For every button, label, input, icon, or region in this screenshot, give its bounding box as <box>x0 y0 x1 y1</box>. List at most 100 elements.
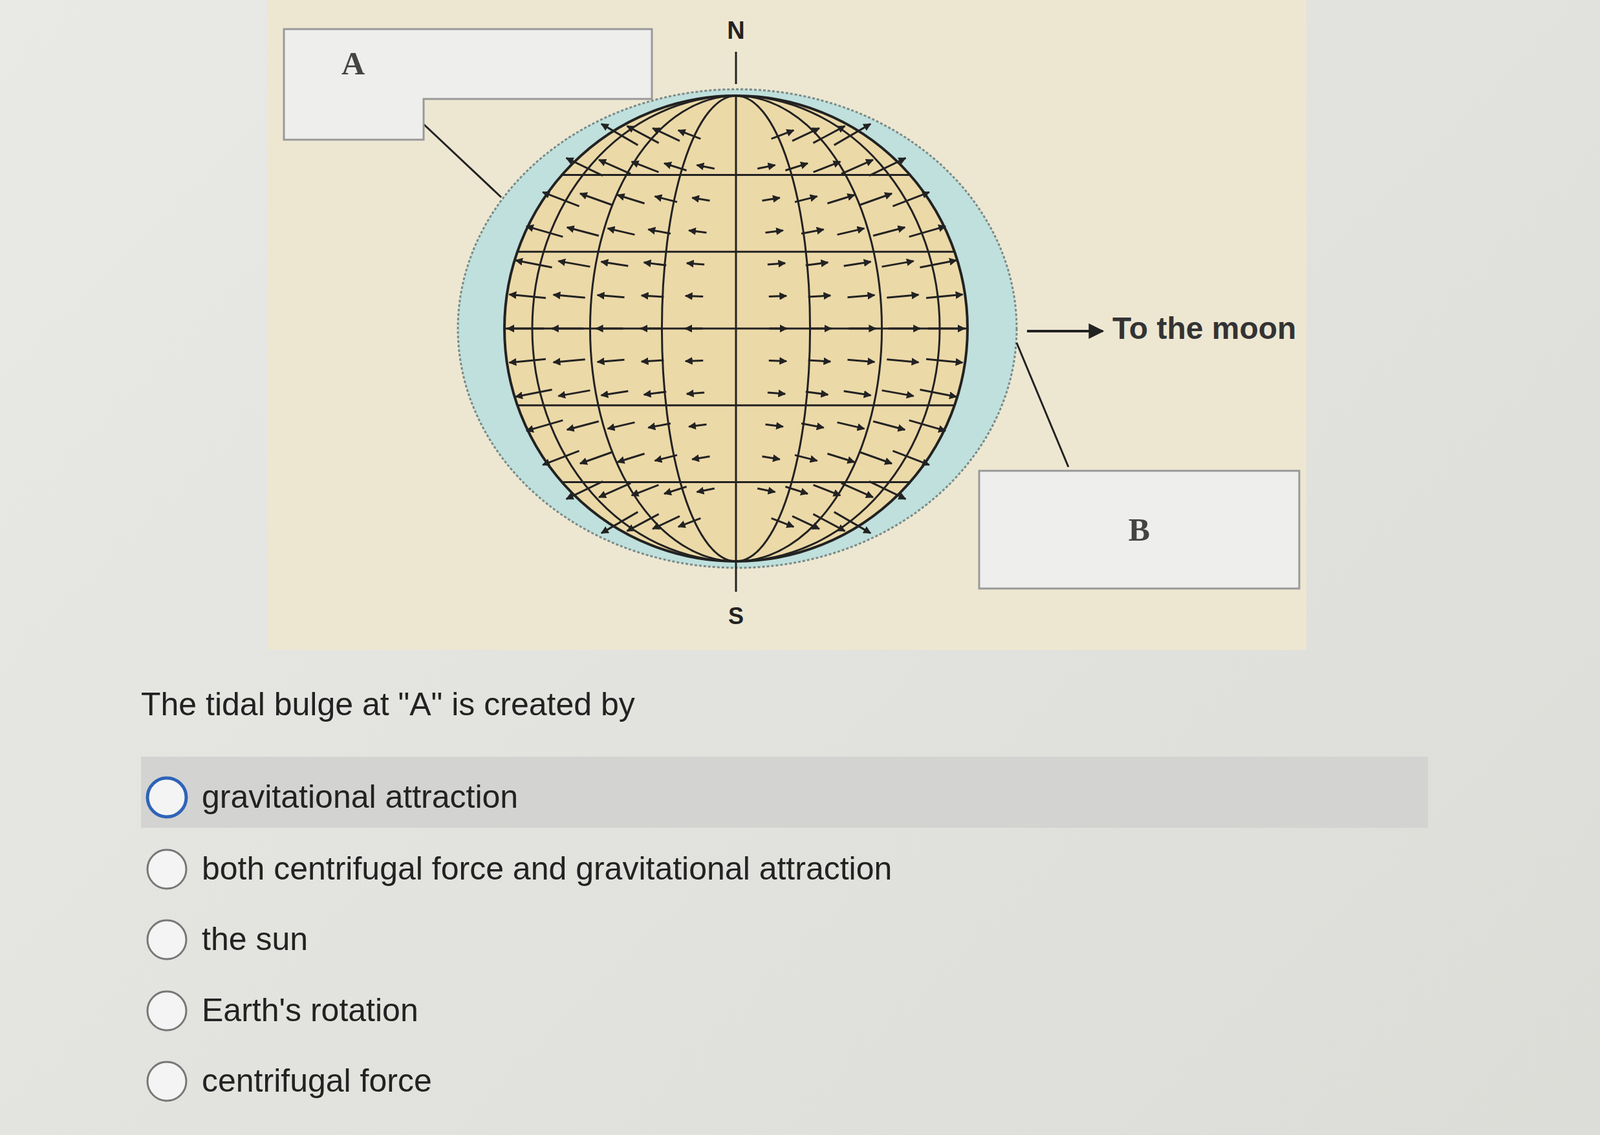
box-letter: A <box>341 44 365 83</box>
force-arrow <box>860 193 892 205</box>
globe-grid <box>504 95 968 562</box>
force-arrow <box>926 358 963 363</box>
force-arrow <box>794 196 818 203</box>
force-arrow <box>558 261 590 268</box>
direction-label: To the moon <box>1112 310 1297 346</box>
diagram-panel <box>267 0 1307 650</box>
force-arrow <box>641 360 665 362</box>
earth <box>504 95 968 562</box>
force-arrow <box>841 483 874 498</box>
force-arrow <box>768 327 787 330</box>
force-arrow <box>909 420 946 431</box>
force-arrow <box>551 327 584 330</box>
force-arrow <box>812 126 845 143</box>
force-arrow <box>567 227 599 236</box>
force-arrow <box>809 327 832 330</box>
force-arrow <box>553 359 586 363</box>
force-arrow <box>691 197 710 201</box>
force-arrow <box>765 424 784 427</box>
force-arrow <box>928 327 965 330</box>
force-arrow <box>892 192 929 207</box>
force-arrow <box>919 260 956 268</box>
force-arrow <box>873 227 905 236</box>
force-arrow <box>644 391 667 395</box>
force-arrow <box>697 488 715 492</box>
force-arrow <box>640 327 664 330</box>
force-arrow <box>882 390 914 397</box>
force-arrow <box>761 197 780 201</box>
force-arrow <box>792 516 820 530</box>
force-arrow <box>685 360 703 361</box>
force-arrow <box>813 485 841 496</box>
force-arrow <box>607 422 636 429</box>
answer-option: gravitational attraction <box>201 778 519 816</box>
force-arrow <box>566 157 603 176</box>
force-arrow <box>827 194 855 204</box>
leader-line <box>1016 342 1069 467</box>
force-arrow <box>827 453 855 462</box>
answer-option: centrifugal force <box>201 1061 433 1100</box>
force-arrow <box>909 226 946 237</box>
force-arrow <box>757 164 775 169</box>
force-arrow <box>919 389 956 398</box>
force-arrow <box>785 486 808 495</box>
force-arrow <box>848 327 876 330</box>
force-arrow <box>768 295 787 297</box>
answer-option: both centrifugal force and gravitational… <box>201 849 892 888</box>
force-arrow <box>847 294 875 297</box>
force-arrow <box>509 358 546 363</box>
force-arrow <box>837 422 865 429</box>
force-arrow <box>808 295 832 297</box>
force-arrow <box>805 262 829 266</box>
force-arrow <box>860 452 892 464</box>
force-arrow <box>654 196 678 203</box>
force-arrow <box>926 294 963 298</box>
force-arrow <box>841 159 874 174</box>
force-arrow <box>654 455 678 462</box>
radio-button <box>147 991 187 1031</box>
force-arrow <box>567 421 599 430</box>
compass-label: S <box>728 602 744 630</box>
question-text: The tidal bulge at "A" is created by <box>140 685 636 724</box>
force-arrow <box>542 450 579 465</box>
force-arrow <box>648 423 671 429</box>
radio-button <box>147 778 187 817</box>
force-arrow <box>767 392 786 394</box>
force-arrow <box>785 163 808 171</box>
radio-button <box>147 1061 187 1101</box>
force-arrow <box>598 483 631 498</box>
force-arrow <box>767 263 786 265</box>
force-arrow <box>869 157 906 176</box>
force-arrow <box>888 327 921 330</box>
answer-option: Earth's rotation <box>201 991 419 1029</box>
radio-button <box>147 920 187 960</box>
force-arrow <box>834 512 871 534</box>
radio-button <box>147 849 187 889</box>
force-arrow <box>526 420 563 431</box>
force-arrow <box>757 488 775 492</box>
moon-arrow <box>1027 329 1103 333</box>
force-arrow <box>684 327 703 330</box>
answer-option: the sun <box>201 920 308 958</box>
force-arrow <box>794 455 818 462</box>
force-arrow <box>631 161 660 173</box>
force-arrow <box>596 327 624 330</box>
force-arrow <box>801 423 824 429</box>
tidal-bulge <box>457 89 1017 568</box>
force-arrow <box>771 518 795 527</box>
force-arrow <box>664 486 687 495</box>
force-arrow <box>597 294 625 297</box>
force-arrow <box>686 263 705 265</box>
force-arrow <box>886 359 919 363</box>
force-arrow <box>652 516 680 530</box>
box-letter: B <box>1128 510 1150 549</box>
force-arrow <box>507 327 544 330</box>
highlight-row <box>140 756 1428 828</box>
force-arrow <box>697 164 715 169</box>
force-arrow <box>792 128 820 141</box>
force-arrow <box>597 359 625 362</box>
force-arrow <box>558 390 590 397</box>
force-arrow <box>678 129 702 139</box>
force-arrow <box>813 161 841 173</box>
